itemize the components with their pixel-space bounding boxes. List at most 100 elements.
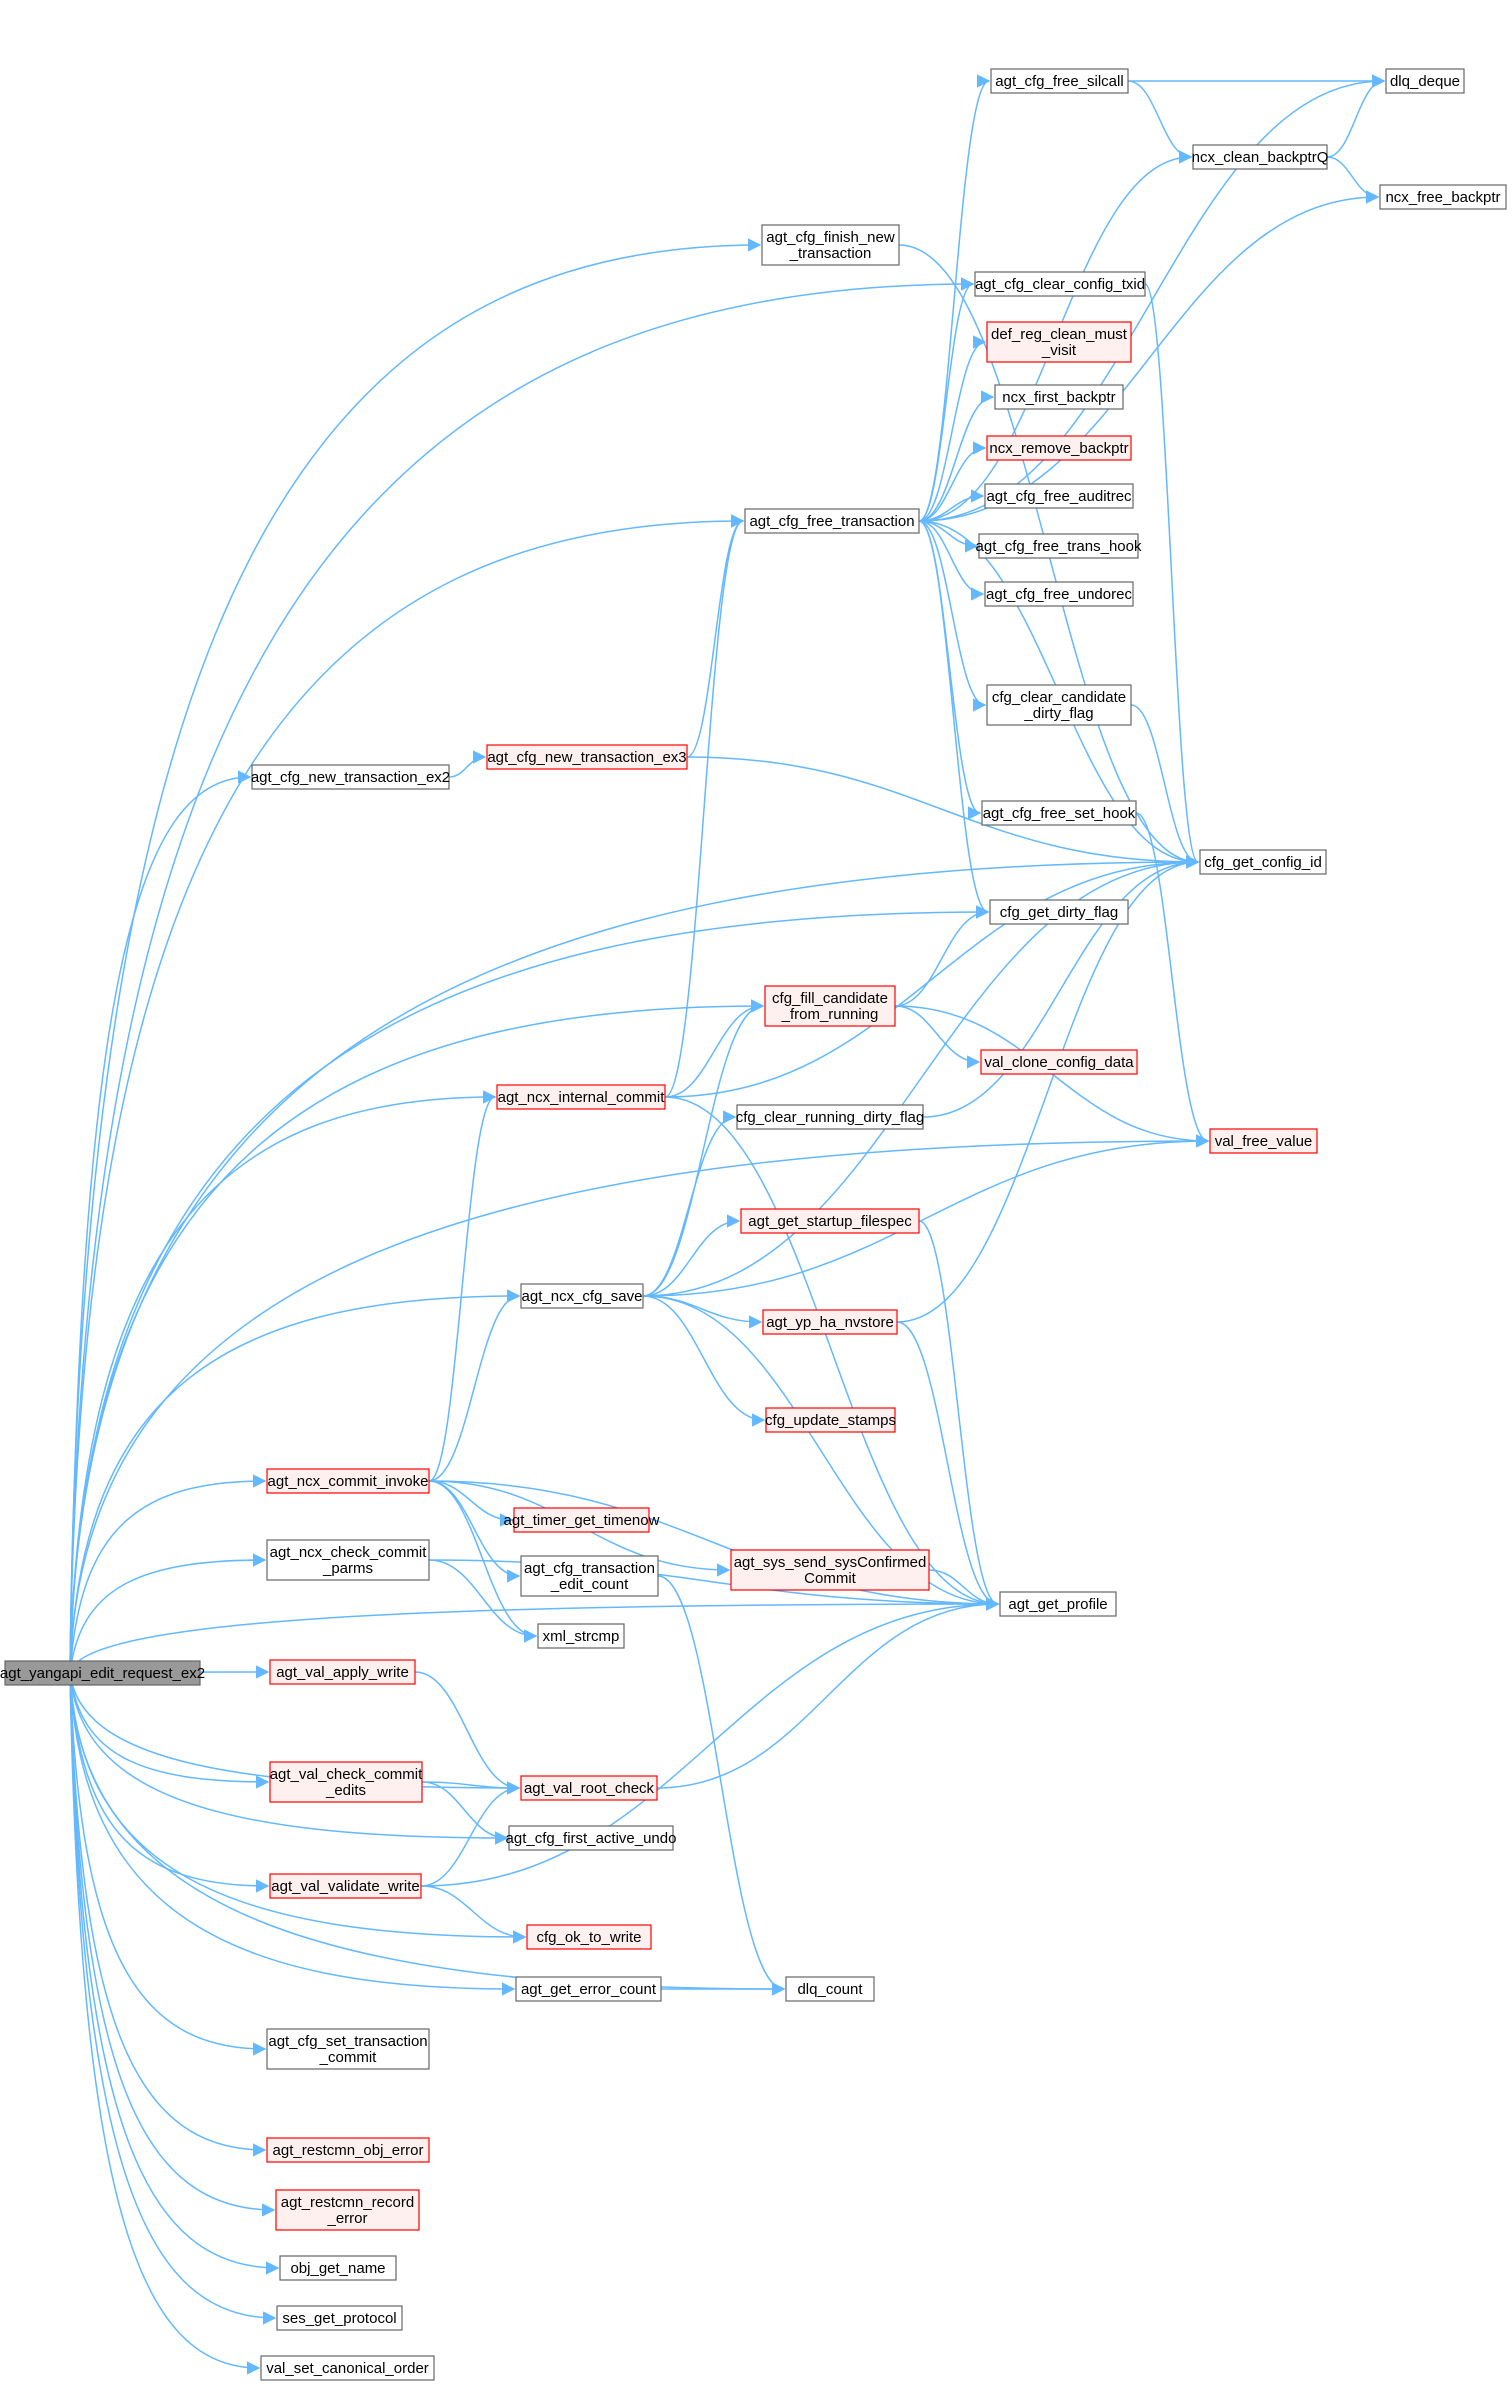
node-box[interactable] (990, 68, 1129, 94)
node-box[interactable] (266, 2028, 430, 2070)
node-box[interactable] (765, 1407, 896, 1433)
node-box[interactable] (266, 1468, 430, 1494)
node-ncx-cfg-save[interactable]: agt_ncx_cfg_save (520, 1283, 644, 1309)
node-box[interactable] (4, 1660, 201, 1686)
node-val-free-value[interactable]: val_free_value (1209, 1128, 1318, 1154)
node-box[interactable] (1199, 849, 1327, 875)
node-box[interactable] (276, 2305, 403, 2331)
node-free-auditrec[interactable]: agt_cfg_free_auditrec (984, 483, 1134, 509)
node-box[interactable] (740, 1208, 920, 1234)
node-box[interactable] (266, 1539, 430, 1581)
node-box[interactable] (526, 1924, 652, 1950)
node-box[interactable] (486, 744, 688, 770)
node-yp-ha-nvstore[interactable]: agt_yp_ha_nvstore (762, 1309, 898, 1335)
node-box[interactable] (978, 533, 1139, 559)
node-obj-get-name[interactable]: obj_get_name (279, 2255, 397, 2281)
node-box[interactable] (762, 1309, 898, 1335)
node-commit-invoke[interactable]: agt_ncx_commit_invoke (266, 1468, 430, 1494)
node-box[interactable] (986, 435, 1132, 461)
node-free-undorec[interactable]: agt_cfg_free_undorec (984, 581, 1134, 607)
node-box[interactable] (515, 1976, 662, 2002)
node-new-ex2[interactable]: agt_cfg_new_transaction_ex2 (251, 764, 450, 790)
node-box[interactable] (730, 1549, 930, 1591)
node-box[interactable] (279, 2255, 397, 2281)
node-def-reg-clean[interactable]: def_reg_clean_must_visit (986, 321, 1132, 363)
node-box[interactable] (251, 764, 450, 790)
node-box[interactable] (1209, 1128, 1318, 1154)
node-box[interactable] (989, 899, 1129, 925)
node-check-commit-parms[interactable]: agt_ncx_check_commit_parms (266, 1539, 430, 1581)
node-get-error-count[interactable]: agt_get_error_count (515, 1976, 662, 2002)
node-box[interactable] (981, 800, 1137, 826)
node-box[interactable] (520, 1555, 659, 1597)
node-box[interactable] (520, 1775, 658, 1801)
node-timer-timenow[interactable]: agt_timer_get_timenow (504, 1507, 660, 1533)
node-ncx-first-backptr[interactable]: ncx_first_backptr (994, 384, 1124, 410)
node-box[interactable] (275, 2189, 420, 2231)
node-dlq-count[interactable]: dlq_count (785, 1976, 875, 2002)
node-cfg-get-dirty-flag[interactable]: cfg_get_dirty_flag (989, 899, 1129, 925)
node-ncx-remove-backptr[interactable]: ncx_remove_backptr (986, 435, 1132, 461)
node-box[interactable] (266, 2137, 430, 2163)
node-box[interactable] (736, 1104, 924, 1130)
node-cfg-get-config-id[interactable]: cfg_get_config_id (1199, 849, 1327, 875)
node-box[interactable] (986, 321, 1132, 363)
node-box[interactable] (260, 2355, 435, 2381)
node-val-clone-config[interactable]: val_clone_config_data (980, 1049, 1138, 1075)
node-free-transaction[interactable]: agt_cfg_free_transaction (744, 508, 920, 534)
node-restcmn-record[interactable]: agt_restcmn_record_error (275, 2189, 420, 2231)
node-box[interactable] (269, 1873, 422, 1899)
node-box[interactable] (984, 483, 1134, 509)
node-dlq-deque[interactable]: dlq_deque (1385, 68, 1465, 94)
node-clear-running[interactable]: cfg_clear_running_dirty_flag (736, 1104, 924, 1130)
node-get-profile[interactable]: agt_get_profile (999, 1591, 1117, 1617)
node-box[interactable] (994, 384, 1124, 410)
node-box[interactable] (744, 508, 920, 534)
node-box[interactable] (269, 1659, 416, 1685)
node-xml-strcmp[interactable]: xml_strcmp (537, 1623, 625, 1649)
node-new-ex3[interactable]: agt_cfg_new_transaction_ex3 (486, 744, 688, 770)
node-update-stamps[interactable]: cfg_update_stamps (765, 1407, 896, 1433)
node-cfg-ok-to-write[interactable]: cfg_ok_to_write (526, 1924, 652, 1950)
node-trans-edit-count[interactable]: agt_cfg_transaction_edit_count (520, 1555, 659, 1597)
node-clear-candidate[interactable]: cfg_clear_candidate_dirty_flag (986, 684, 1132, 726)
node-box[interactable] (785, 1976, 875, 2002)
node-ncx-internal-commit[interactable]: agt_ncx_internal_commit (496, 1084, 666, 1110)
node-box[interactable] (974, 271, 1146, 297)
node-box[interactable] (496, 1084, 666, 1110)
node-startup-filespec[interactable]: agt_get_startup_filespec (740, 1208, 920, 1234)
node-box[interactable] (980, 1049, 1138, 1075)
node-box[interactable] (513, 1507, 650, 1533)
node-free-trans-hook[interactable]: agt_cfg_free_trans_hook (976, 533, 1142, 559)
node-finish-new[interactable]: agt_cfg_finish_new_transaction (761, 224, 900, 266)
node-fill-candidate[interactable]: cfg_fill_candidate_from_running (764, 985, 896, 1027)
node-box[interactable] (508, 1825, 674, 1851)
node-val-set-canonical[interactable]: val_set_canonical_order (260, 2355, 435, 2381)
node-box[interactable] (1385, 68, 1465, 94)
node-ses-get-protocol[interactable]: ses_get_protocol (276, 2305, 403, 2331)
node-ncx-free-backptr[interactable]: ncx_free_backptr (1379, 184, 1507, 210)
node-val-apply-write[interactable]: agt_val_apply_write (269, 1659, 416, 1685)
node-box[interactable] (1379, 184, 1507, 210)
node-ncx-clean-backptrQ[interactable]: ncx_clean_backptrQ (1192, 144, 1329, 170)
node-free-set-hook[interactable]: agt_cfg_free_set_hook (981, 800, 1137, 826)
node-box[interactable] (269, 1761, 423, 1803)
node-box[interactable] (1192, 144, 1328, 170)
node-box[interactable] (984, 581, 1134, 607)
node-box[interactable] (986, 684, 1132, 726)
node-val-check-commit[interactable]: agt_val_check_commit_edits (269, 1761, 423, 1803)
node-val-validate-write[interactable]: agt_val_validate_write (269, 1873, 422, 1899)
node-clear-config-txid[interactable]: agt_cfg_clear_config_txid (974, 271, 1146, 297)
node-free-silcall[interactable]: agt_cfg_free_silcall (990, 68, 1129, 94)
node-first-active-undo[interactable]: agt_cfg_first_active_undo (506, 1825, 677, 1851)
node-val-root-check[interactable]: agt_val_root_check (520, 1775, 658, 1801)
node-box[interactable] (999, 1591, 1117, 1617)
node-restcmn-obj-error[interactable]: agt_restcmn_obj_error (266, 2137, 430, 2163)
node-root[interactable]: agt_yangapi_edit_request_ex2 (0, 1660, 205, 1686)
node-box[interactable] (761, 224, 900, 266)
node-box[interactable] (764, 985, 896, 1027)
node-box[interactable] (537, 1623, 625, 1649)
node-set-trans-commit[interactable]: agt_cfg_set_transaction_commit (266, 2028, 430, 2070)
node-box[interactable] (520, 1283, 644, 1309)
